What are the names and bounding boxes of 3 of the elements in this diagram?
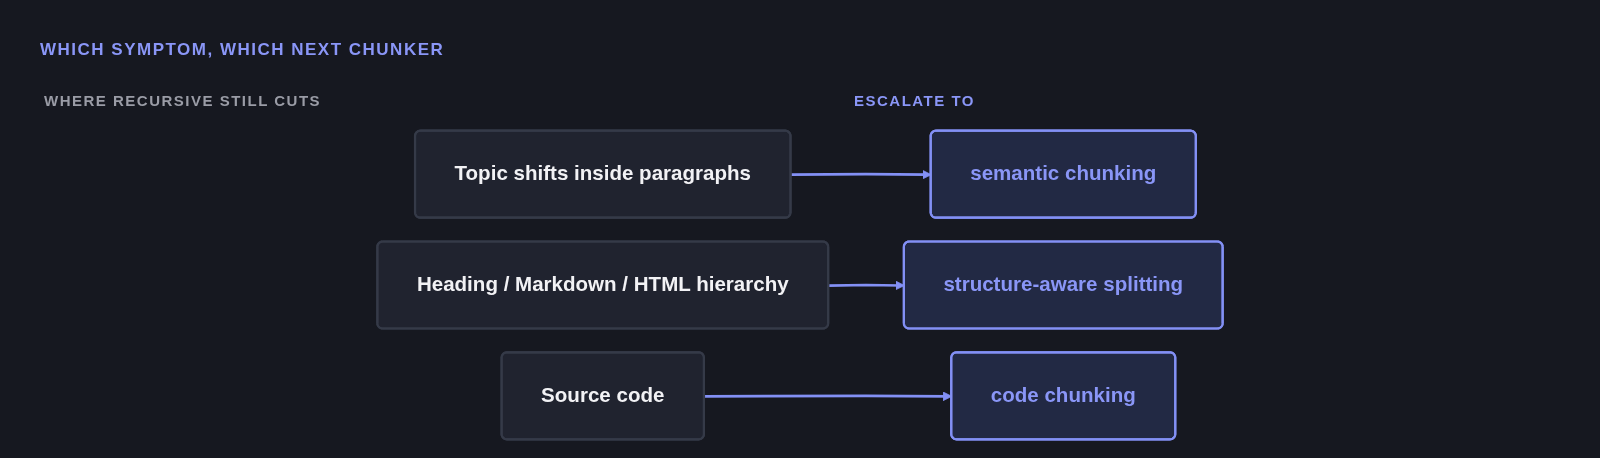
column-heading: WHERE RECURSIVE STILL CUTS — [44, 92, 322, 109]
column-heading: ESCALATE TO — [854, 92, 975, 109]
diagram-title: WHICH SYMPTOM, WHICH NEXT CHUNKER — [40, 40, 445, 60]
